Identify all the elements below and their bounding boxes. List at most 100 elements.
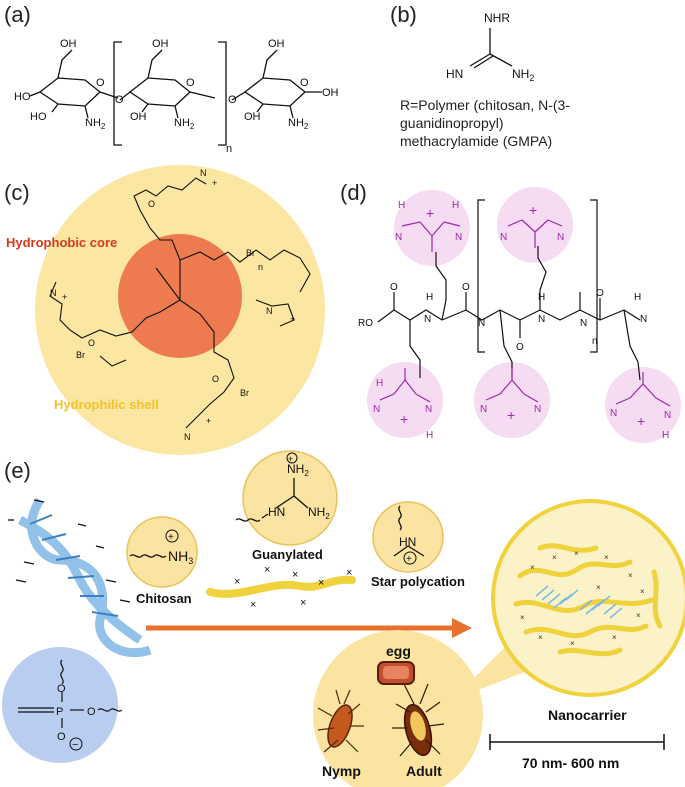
oh-label: OH	[152, 38, 169, 50]
hn-label: HN	[268, 505, 285, 519]
phosphate-oxygen: O	[57, 683, 66, 695]
gmpa-caption: R=Polymer (chitosan, N-(3- guanidinoprop…	[400, 96, 570, 150]
ro-group: RO	[358, 318, 373, 329]
chitosan-structure: OH HO HO O NH2 O OH O OH NH2 n O OH O OH…	[14, 38, 339, 155]
counter-ion: ×	[234, 576, 240, 588]
minus-charge: −	[72, 739, 78, 751]
repeat-n: n	[592, 336, 598, 347]
counter-ion: ×	[318, 577, 324, 589]
counter-ion: ×	[628, 571, 633, 580]
scale-bar	[489, 734, 665, 750]
hydrogen: H	[398, 200, 405, 211]
nhr-label: NHR	[484, 11, 510, 25]
nh3-label: NH3	[168, 548, 193, 566]
repeat-n: n	[226, 143, 232, 155]
guanidinium-n: N	[425, 404, 432, 415]
carbonyl-oxygen: O	[390, 282, 398, 293]
ho-label: OH	[244, 111, 261, 123]
counter-ion: ×	[640, 587, 645, 596]
phosphate-oxygen: O	[87, 706, 96, 718]
adult-label: Adult	[406, 763, 442, 779]
panel-c-label: (c)	[4, 180, 30, 205]
hydrogen: H	[376, 378, 383, 389]
amide-n: N	[580, 318, 587, 329]
ester-oxygen: O	[148, 199, 155, 209]
guanidinium-bubble	[394, 190, 470, 266]
counter-ion: ×	[604, 553, 609, 562]
panel-e-label: (e)	[4, 458, 31, 483]
hydrogen: H	[662, 430, 669, 441]
counter-ion: ×	[292, 569, 298, 581]
counter-ion: ×	[264, 564, 270, 576]
star-polycation-label: Star polycation	[371, 574, 465, 589]
guanidinium-bubble	[497, 187, 573, 263]
guanylated-label: Guanylated	[252, 547, 323, 562]
plus-charge: +	[288, 454, 293, 464]
polymer-ribbon	[206, 575, 356, 598]
insect-stages-circle	[313, 630, 483, 787]
nanocarrier-dna	[535, 585, 623, 619]
nanocarrier-label: Nanocarrier	[548, 707, 627, 723]
guanidinium-n: N	[395, 232, 402, 243]
amine-n: N	[200, 168, 207, 178]
caption-line: guanidinopropyl)	[400, 115, 504, 131]
guanidinium-n: N	[455, 232, 462, 243]
nh2-label: NH2	[308, 505, 330, 521]
plus-charge: +	[62, 292, 67, 302]
bromine: Br	[240, 388, 249, 398]
phosphorus: P	[56, 706, 63, 718]
counter-ion: ×	[346, 567, 352, 579]
ho-label: HO	[14, 91, 31, 103]
oh-label: OH	[60, 38, 77, 50]
counter-ion: ×	[570, 639, 575, 648]
glycosidic-oxygen: O	[115, 94, 124, 106]
ester-oxygen: O	[212, 374, 219, 384]
chitosan-label: Chitosan	[136, 591, 192, 606]
plus-charge: +	[529, 202, 537, 218]
chitosan-circle	[126, 516, 198, 588]
nymp-label: Nymp	[322, 763, 361, 779]
carbonyl-oxygen: O	[516, 342, 524, 353]
amine-n: N	[184, 432, 191, 442]
guanidinium-n: N	[500, 232, 507, 243]
guanidinium-n: N	[480, 404, 487, 415]
carbonyl-oxygen: O	[596, 288, 604, 299]
oh-label: OH	[268, 38, 285, 50]
hydrogen: H	[538, 292, 545, 303]
guanidinium-bubble	[605, 367, 681, 443]
plus-charge: +	[507, 407, 515, 423]
ester-oxygen: O	[88, 338, 95, 348]
hydrogen: H	[426, 292, 433, 303]
carbonyl-oxygen: O	[462, 282, 470, 293]
counter-ion: ×	[552, 553, 557, 562]
counter-ion: ×	[538, 633, 543, 642]
ring-oxygen: O	[300, 77, 309, 89]
hydrophilic-shell-label: Hydrophilic shell	[54, 397, 159, 412]
phosphate-oxygen: O	[57, 731, 66, 743]
guanidinium-n: N	[610, 408, 617, 419]
egg-label: egg	[386, 643, 411, 659]
nh2-label: NH2	[512, 67, 534, 83]
hn-label: HN	[399, 535, 416, 549]
bromine: Br	[76, 350, 85, 360]
nh2-label: NH2	[174, 117, 195, 131]
oh-label: OH	[322, 87, 339, 99]
adult-cockroach-icon	[392, 683, 445, 757]
counter-ion: ×	[250, 599, 256, 611]
panel-d-label: (d)	[340, 180, 367, 205]
bromine: Br	[246, 248, 255, 258]
ho-label: OH	[130, 111, 147, 123]
counter-ion: ×	[574, 549, 579, 558]
amine-n: N	[266, 306, 273, 316]
plus-charge: +	[168, 532, 174, 543]
guanidinium-n: N	[664, 410, 671, 421]
guanidinium-bubble	[367, 362, 443, 438]
panel-a-label: (a)	[4, 2, 31, 27]
amide-n: N	[478, 318, 485, 329]
hn-label: HN	[446, 67, 463, 81]
plus-charge: +	[212, 178, 217, 188]
counter-ion: ×	[596, 583, 601, 592]
plus-charge: +	[406, 554, 412, 565]
